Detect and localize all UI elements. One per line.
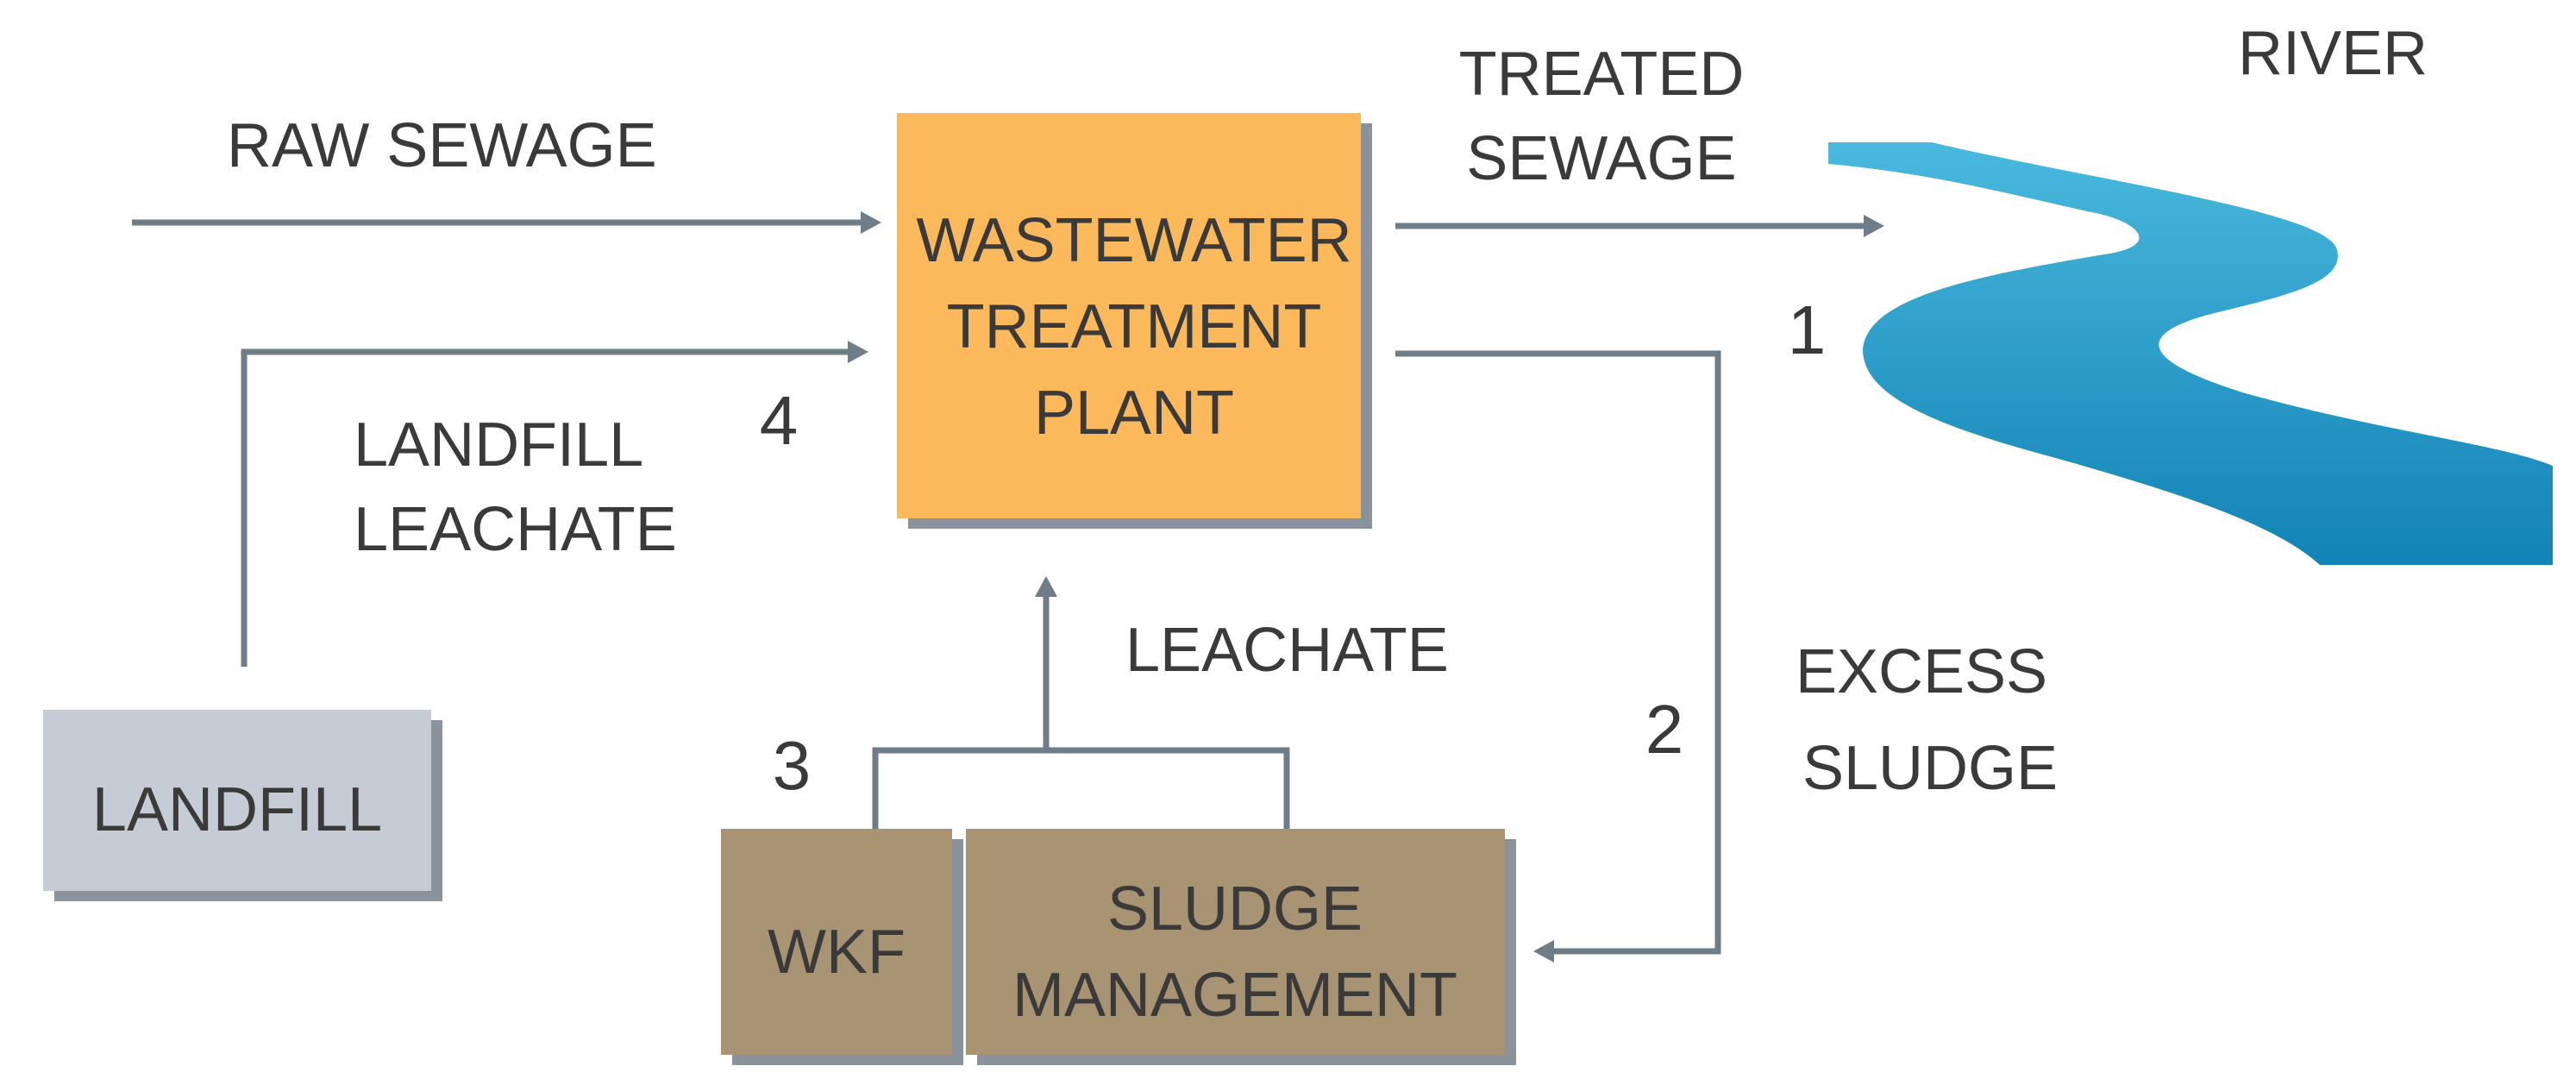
leachate-collector-line <box>872 747 1290 829</box>
excess-sludge-label-line2: SLUDGE <box>1802 734 2058 803</box>
landfill-leachate-arrow-line <box>241 348 849 667</box>
excess-sludge-arrow-head <box>1533 940 1554 962</box>
raw-sewage-label: RAW SEWAGE <box>227 111 657 180</box>
wkf-box <box>721 829 952 1055</box>
landfill-leachate-label-line2: LEACHATE <box>354 495 677 564</box>
river-shape <box>1828 142 2553 565</box>
marker-2: 2 <box>1645 691 1684 768</box>
sludge-management-box <box>966 829 1505 1055</box>
river-label: RIVER <box>2238 19 2428 88</box>
landfill-label: LANDFILL <box>92 775 382 844</box>
wwtp-box <box>897 113 1361 518</box>
landfill-leachate-label-line1: LANDFILL <box>354 411 643 480</box>
raw-sewage-arrow-head <box>861 211 881 234</box>
sludge-management-label-line2: MANAGEMENT <box>1012 961 1457 1030</box>
sludge-management-label-line1: SLUDGE <box>1107 875 1363 944</box>
wkf-label: WKF <box>768 918 906 987</box>
marker-3: 3 <box>773 727 812 804</box>
leachate-arrow-head <box>1035 576 1057 597</box>
leachate-label: LEACHATE <box>1125 616 1449 685</box>
landfill-leachate-arrow-head <box>848 341 868 363</box>
excess-sludge-label-line1: EXCESS <box>1796 637 2047 706</box>
treated-sewage-arrow-head <box>1864 215 1884 237</box>
treated-sewage-label-line2: SEWAGE <box>1466 124 1736 193</box>
excess-sludge-arrow-line <box>1395 350 1721 955</box>
landfill-box <box>43 710 431 891</box>
treated-sewage-label-line1: TREATED <box>1459 40 1745 109</box>
wwtp-label-line2: TREATMENT <box>947 292 1322 361</box>
wwtp-label-line1: WASTEWATER <box>916 206 1351 275</box>
wwtp-label-line3: PLANT <box>1034 379 1234 448</box>
marker-4: 4 <box>760 382 799 459</box>
marker-1: 1 <box>1788 292 1827 368</box>
